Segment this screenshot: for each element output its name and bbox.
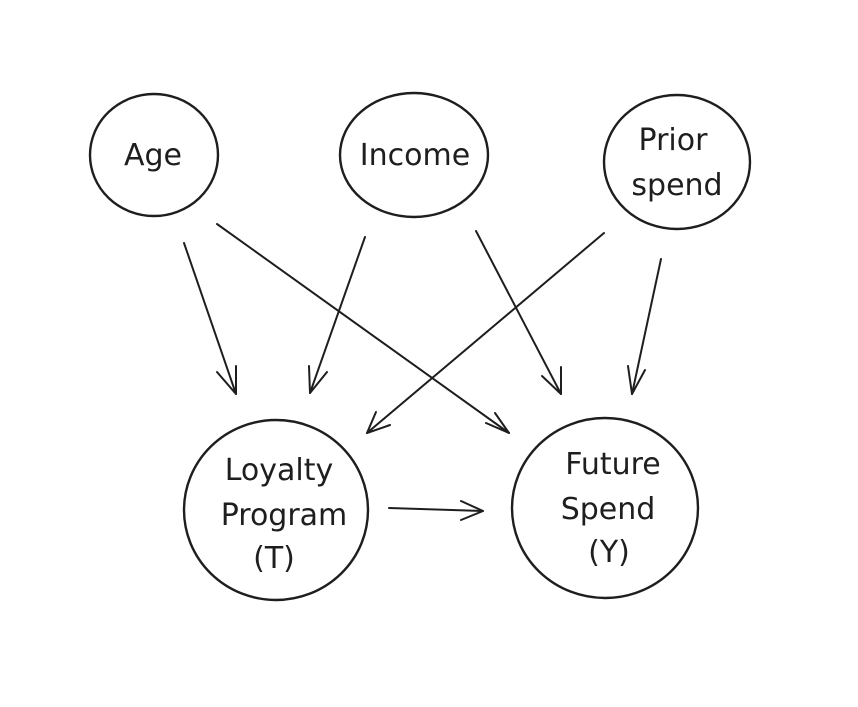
node-future-spend-label-line3: (Y) bbox=[588, 535, 630, 570]
node-age-label: Age bbox=[124, 138, 182, 173]
node-loyalty-program: Loyalty Program (T) bbox=[182, 418, 370, 602]
node-age: Age bbox=[88, 92, 220, 218]
edge-prior-spend-to-loyalty-program bbox=[366, 232, 605, 434]
node-loyalty-program-circle bbox=[182, 418, 370, 602]
edge-age-to-future-spend bbox=[216, 223, 510, 434]
edge-prior-spend-to-future-spend bbox=[627, 258, 662, 395]
node-income-label: Income bbox=[360, 138, 470, 173]
node-prior-spend-label-line2: spend bbox=[631, 168, 722, 203]
node-income: Income bbox=[338, 91, 490, 219]
node-future-spend: Future Spend (Y) bbox=[510, 416, 700, 600]
node-income-circle bbox=[338, 91, 490, 219]
node-prior-spend: Prior spend bbox=[602, 93, 752, 231]
node-future-spend-circle bbox=[510, 416, 700, 600]
node-future-spend-label-line1: Future bbox=[565, 447, 661, 482]
node-loyalty-program-label-line1: Loyalty bbox=[225, 453, 334, 488]
node-loyalty-program-label-line2: Program bbox=[221, 498, 348, 533]
node-loyalty-program-label-line3: (T) bbox=[253, 541, 295, 576]
edge-age-to-loyalty-program bbox=[183, 242, 237, 395]
edge-income-to-loyalty-program bbox=[308, 236, 366, 394]
node-age-circle bbox=[88, 92, 220, 218]
node-prior-spend-label-line1: Prior bbox=[639, 123, 709, 158]
node-prior-spend-circle bbox=[602, 93, 752, 231]
node-future-spend-label-line2: Spend bbox=[561, 492, 656, 527]
edge-loyalty-program-to-future-spend bbox=[388, 500, 484, 521]
edge-income-to-future-spend bbox=[475, 230, 562, 395]
